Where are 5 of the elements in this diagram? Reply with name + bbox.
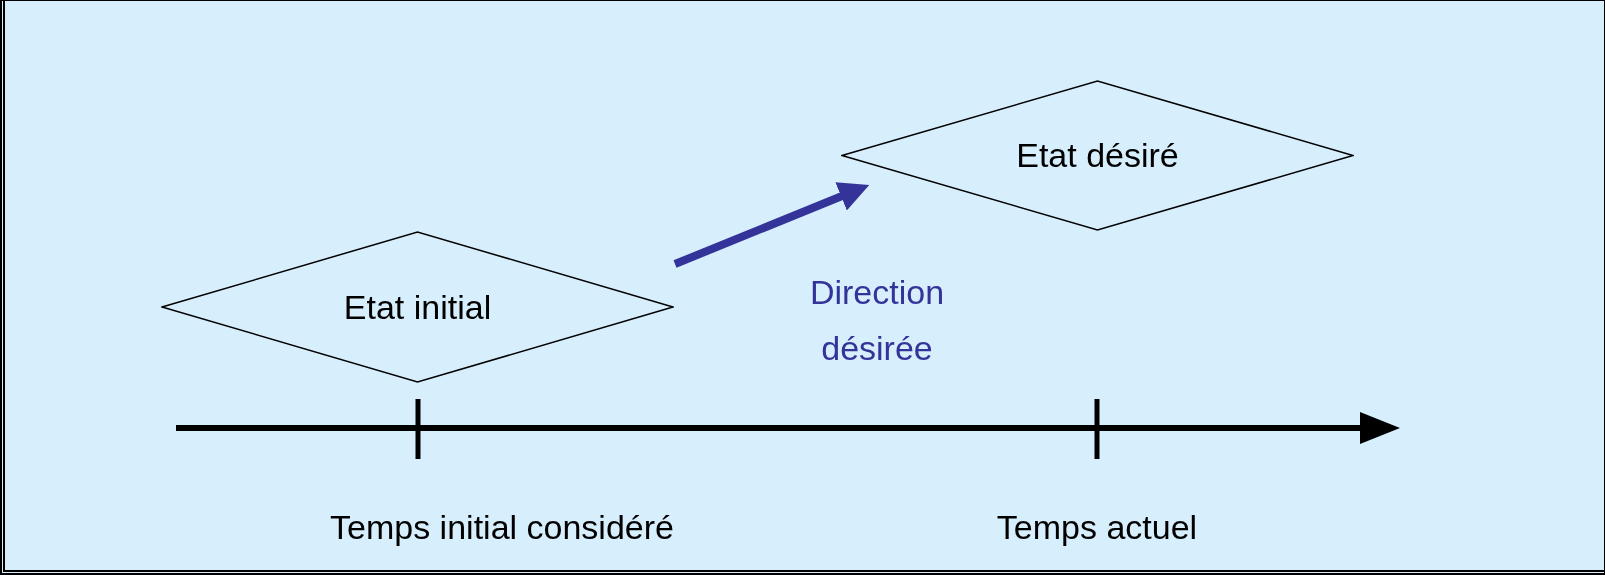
state-label: Etat désiré bbox=[1016, 135, 1179, 177]
time-label: Temps initial considéré bbox=[330, 506, 674, 548]
state-label: Etat initial bbox=[343, 286, 492, 328]
arrow bbox=[673, 182, 870, 268]
time-label: Temps actuel bbox=[996, 506, 1198, 548]
